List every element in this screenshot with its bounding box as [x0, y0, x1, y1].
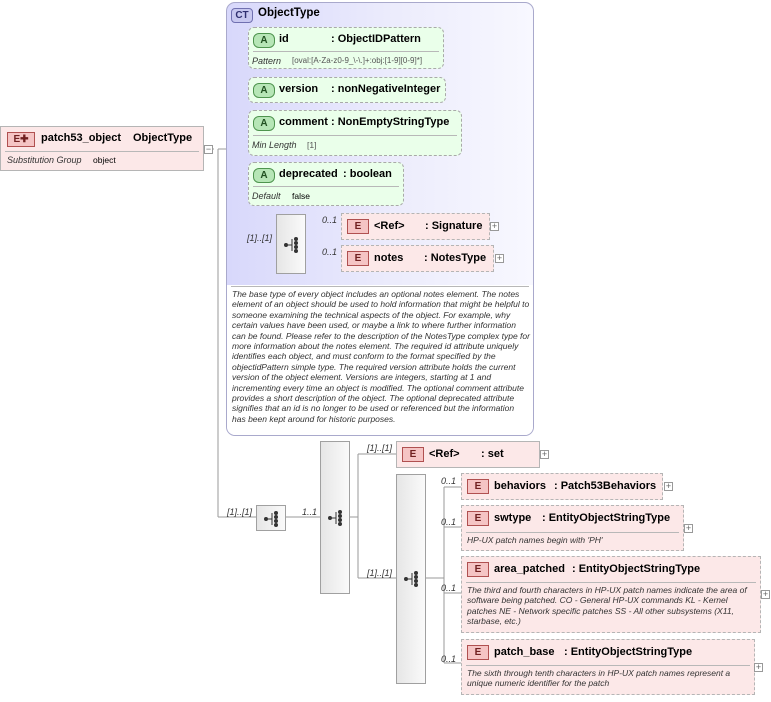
attribute-type: : boolean	[343, 168, 392, 180]
element-type: : EntityObjectStringType	[572, 563, 701, 575]
element-notes[interactable]: E notes : NotesType	[341, 245, 494, 272]
element-name: notes	[374, 252, 404, 264]
plus-icon[interactable]: +	[664, 481, 673, 491]
default-label: Default	[252, 191, 281, 201]
plus-icon[interactable]: +	[495, 253, 504, 263]
plus-icon[interactable]: +	[540, 449, 549, 459]
description-background	[227, 285, 533, 435]
root-element-type: ObjectType	[133, 132, 193, 144]
element-name: patch_base	[494, 646, 555, 658]
attribute-icon: A	[253, 168, 275, 183]
area-patched-multiplicity: 0..1	[441, 583, 457, 593]
attribute-name: deprecated	[279, 168, 338, 180]
signature-multiplicity: 0..1	[322, 215, 338, 225]
pattern-label: Pattern	[252, 56, 282, 66]
divider	[253, 51, 439, 52]
element-name: area_patched	[494, 563, 565, 575]
default-value: false	[292, 191, 310, 201]
outer-sequence-compositor[interactable]	[256, 505, 286, 531]
element-icon: E	[467, 511, 489, 526]
element-type: : Signature	[425, 220, 483, 232]
attribute-comment[interactable]: A comment : NonEmptyStringType Min Lengt…	[248, 110, 462, 156]
attribute-deprecated[interactable]: A deprecated : boolean Default false	[248, 162, 404, 206]
set-multiplicity: [1]..[1]	[367, 443, 393, 453]
complex-type-title: ObjectType	[258, 7, 320, 19]
middle-sequence-multiplicity: 1..1	[302, 507, 318, 517]
sequence-icon	[404, 571, 418, 587]
swtype-multiplicity: 0..1	[441, 517, 457, 527]
plus-icon[interactable]: +	[754, 662, 763, 672]
attribute-name: version	[279, 83, 319, 95]
attribute-id[interactable]: A id : ObjectIDPattern Pattern [oval:[A-…	[248, 27, 444, 69]
element-swtype[interactable]: E swtype : EntityObjectStringType HP-UX …	[461, 505, 684, 551]
attribute-name: comment	[279, 116, 328, 128]
element-name: behaviors	[494, 480, 546, 492]
element-type: : EntityObjectStringType	[564, 646, 693, 658]
divider	[466, 532, 679, 533]
divider	[253, 135, 457, 136]
attribute-icon: A	[253, 83, 275, 98]
inner-sequence-multiplicity: [1]..[1]	[367, 568, 393, 578]
outer-sequence-multiplicity: [1]..[1]	[227, 507, 253, 517]
behaviors-multiplicity: 0..1	[441, 476, 457, 486]
element-description: HP-UX patch names begin with 'PH'	[467, 535, 603, 545]
pattern-value: [oval:[A-Za-z0-9_\-\.]+:obj:[1-9][0-9]*]	[292, 56, 423, 65]
element-description: The third and fourth characters in HP-UX…	[467, 585, 747, 627]
element-type: : NotesType	[424, 252, 487, 264]
attribute-type: : nonNegativeInteger	[331, 83, 441, 95]
middle-sequence-compositor[interactable]	[320, 441, 350, 594]
inner-sequence-compositor[interactable]	[396, 474, 426, 684]
element-description: The sixth through tenth characters in HP…	[467, 668, 731, 689]
element-type: : set	[481, 448, 504, 460]
element-patch-base[interactable]: E patch_base : EntityObjectStringType Th…	[461, 639, 755, 695]
attribute-type: : NonEmptyStringType	[331, 116, 450, 128]
plus-icon[interactable]: +	[761, 589, 770, 599]
attribute-icon: A	[253, 33, 275, 48]
attribute-version[interactable]: A version : nonNegativeInteger	[248, 77, 446, 103]
element-signature-ref[interactable]: E <Ref> : Signature	[341, 213, 490, 240]
attribute-icon: A	[253, 116, 275, 131]
attribute-type: : ObjectIDPattern	[331, 33, 421, 45]
element-set-ref[interactable]: E <Ref> : set	[396, 441, 540, 468]
divider	[253, 186, 399, 187]
element-name: <Ref>	[374, 220, 405, 232]
element-icon: E	[467, 645, 489, 660]
element-icon: E	[402, 447, 424, 462]
element-icon: E	[347, 219, 369, 234]
description-divider	[231, 286, 529, 287]
divider	[5, 151, 199, 152]
plus-icon[interactable]: +	[490, 221, 499, 231]
substitution-group-label: Substitution Group	[7, 155, 82, 165]
sequence-icon	[284, 237, 298, 253]
attribute-name: id	[279, 33, 289, 45]
sequence-icon	[328, 510, 342, 526]
element-behaviors[interactable]: E behaviors : Patch53Behaviors	[461, 473, 663, 500]
root-element[interactable]: E✚ patch53_object ObjectType Substitutio…	[0, 126, 204, 171]
plus-icon[interactable]: +	[684, 523, 693, 533]
element-type: : EntityObjectStringType	[542, 512, 671, 524]
divider	[466, 665, 750, 666]
element-name: <Ref>	[429, 448, 460, 460]
sequence-icon	[264, 511, 278, 527]
element-name: swtype	[494, 512, 532, 524]
notes-multiplicity: 0..1	[322, 247, 338, 257]
element-icon: E	[467, 562, 489, 577]
complex-type-icon: CT	[231, 8, 253, 23]
element-area-patched[interactable]: E area_patched : EntityObjectStringType …	[461, 556, 761, 633]
substitution-group-value: object	[93, 155, 116, 165]
divider	[466, 582, 756, 583]
patch-base-multiplicity: 0..1	[441, 654, 457, 664]
sequence-multiplicity: [1]..[1]	[247, 233, 273, 243]
minus-icon[interactable]: −	[204, 144, 213, 154]
element-icon: E	[467, 479, 489, 494]
element-icon: E	[347, 251, 369, 266]
root-element-name: patch53_object	[41, 132, 122, 144]
sequence-compositor[interactable]	[276, 214, 306, 274]
element-type: : Patch53Behaviors	[554, 480, 657, 492]
complex-type-description: The base type of every object includes a…	[232, 289, 530, 424]
min-length-label: Min Length	[252, 140, 297, 150]
min-length-value: [1]	[307, 140, 317, 150]
element-plus-icon: E✚	[7, 132, 35, 147]
